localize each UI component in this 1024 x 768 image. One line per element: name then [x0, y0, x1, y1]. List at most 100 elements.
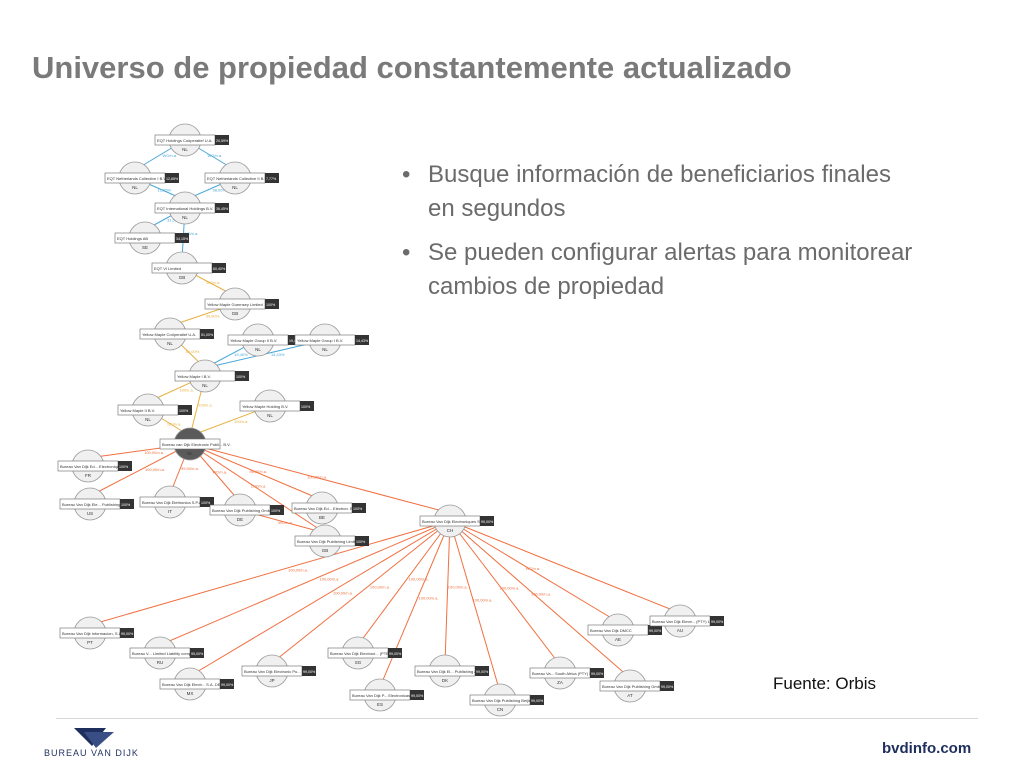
- company-name: Bureau Van Dijk Ed... Electron. Belgi...: [294, 506, 362, 511]
- edge-label: 100,00/n.a.: [145, 467, 165, 472]
- country-code: AU: [677, 628, 683, 633]
- country-code: NL: [182, 215, 188, 220]
- ownership-pct: 100%: [119, 465, 129, 469]
- website-link[interactable]: bvdinfo.com: [882, 740, 972, 757]
- company-name: Bureau Van Dijk DMCC: [590, 628, 632, 633]
- ownership-pct: 95,00%: [191, 652, 204, 656]
- ownership-pct: 100%: [353, 507, 363, 511]
- company-node[interactable]: Bureau Van Dijk Informacion, S.L.99,00%P…: [59, 616, 134, 650]
- edge-label: 100,00/n.a.: [500, 585, 520, 590]
- company-node[interactable]: Bureau Van Dijk El... Publishing A/S99,0…: [414, 654, 489, 688]
- company-name: Yellow Maple Group I B.V.: [297, 338, 343, 343]
- company-node[interactable]: Bureau Van Dijk Ele... Publishing In.100…: [59, 487, 134, 521]
- company-node[interactable]: Bureau Van Dijk Electr... S.A. DE C.V.99…: [159, 667, 234, 701]
- ownership-edge: [159, 520, 451, 646]
- edge-label: WO/n.a.: [163, 153, 178, 158]
- company-node[interactable]: Bureau Van Dijk Electroniques S.A.99,00%…: [419, 504, 494, 538]
- ownership-edge: [379, 520, 451, 688]
- ownership-pct: 36,45%: [216, 207, 229, 211]
- country-code: US: [87, 511, 93, 516]
- country-code: DK: [442, 678, 448, 683]
- company-node[interactable]: Bureau van Dijk Electronic Publi... B.V.…: [159, 427, 231, 461]
- company-node[interactable]: Bureau V... Limited Liability company95,…: [129, 636, 204, 670]
- company-name: Yellow Maple Group II B.V.: [230, 338, 277, 343]
- ownership-pct-badge: [175, 233, 189, 243]
- edge-label: 14,43%: [271, 352, 285, 357]
- ownership-pct: 7,77%: [266, 177, 277, 181]
- ownership-pct-badge: [120, 499, 134, 509]
- ownership-pct: 99,00%: [661, 685, 674, 689]
- ownership-edge: [89, 520, 451, 627]
- company-name: EQT Netherlands Collective II B.V.: [207, 176, 268, 181]
- company-name: Bureau Van Dijk Informacion, S.L.: [62, 631, 122, 636]
- company-name: Bureau Van Dijk Publishing GmbH: [212, 508, 273, 513]
- company-node[interactable]: Bureau Van Dijk Elettronica S.P.A.100%IT: [139, 485, 214, 519]
- company-node[interactable]: EQT Netherlands Collective II B.V.7,77%N…: [204, 161, 279, 195]
- country-code: CN: [497, 707, 504, 712]
- edge-label: 100,00/n.a.: [288, 567, 308, 572]
- ownership-pct: 100%: [301, 405, 311, 409]
- company-name: EQT Netherlands Collective I B.V.: [107, 176, 167, 181]
- company-name: Yellow Maple I B.V.: [177, 374, 211, 379]
- ownership-pct-badge: [302, 666, 316, 676]
- ownership-pct-badge: [178, 405, 192, 415]
- bullet-icon: •: [402, 239, 411, 266]
- company-node[interactable]: Bureau Van Dijk Electr... (PTY) Limited 9…: [649, 604, 724, 638]
- company-node[interactable]: EQT Holdings Coöperatief U.A.20,59%NL: [154, 123, 229, 157]
- ownership-pct: 100%: [121, 503, 131, 507]
- company-name: Bureau Van Dijk P... Electronicas SA: [352, 693, 417, 698]
- country-code: CH: [447, 528, 454, 533]
- ownership-edge: [449, 520, 561, 666]
- company-node[interactable]: Bureau Van Dijk P... Electronicas SA99,0…: [349, 678, 424, 712]
- company-node[interactable]: Bureau Van Dijk Electronic Pu... K.K.99,…: [241, 654, 316, 688]
- country-code: AT: [627, 693, 633, 698]
- edge-label: 1,00/n.a.: [251, 484, 267, 489]
- ownership-edge: [189, 443, 451, 515]
- company-node[interactable]: Yellow Maple Group II B.V.19,40%NL: [227, 323, 302, 357]
- company-name: EQT Holdings AB: [117, 236, 148, 241]
- company-name: EQT International Holdings B.V.: [157, 206, 213, 211]
- ownership-edge: [271, 520, 451, 664]
- company-node[interactable]: Bureau Van Dijk Ed... Electroniques100%F…: [57, 449, 132, 483]
- ownership-pct: 34,15%: [176, 237, 189, 241]
- company-node[interactable]: Bureau Va... South Africa (PTY) LTD99,00…: [529, 656, 604, 690]
- ownership-pct: 14,43%: [356, 339, 369, 343]
- ownership-pct: 51,00%: [201, 333, 214, 337]
- edge-label: 51,00%: [186, 349, 200, 354]
- ownership-edge: [89, 443, 191, 497]
- company-name: Bureau Va... South Africa (PTY) LTD: [532, 671, 597, 676]
- company-node[interactable]: Yellow Maple I B.V.100%NL: [174, 359, 249, 393]
- bullet-icon: •: [402, 161, 411, 188]
- company-node[interactable]: EQT International Holdings B.V.36,45% NL: [154, 191, 229, 225]
- country-code: FR: [85, 473, 92, 478]
- company-node[interactable]: Yellow Maple Coöperatief U.A.51,00%NL: [139, 317, 214, 351]
- company-name: Bureau Van Dijk Electr... S.A. DE C.V.: [162, 682, 229, 687]
- country-code: PT: [87, 640, 93, 645]
- logo-wordmark: BUREAU VAN DIJK: [44, 748, 139, 758]
- company-node[interactable]: Yellow Maple II B.V.100%NL: [117, 393, 192, 427]
- edge-label: 100,00/n.a.: [144, 450, 164, 455]
- company-name: Bureau Van Dijk Electr... (PTY) Limited: [652, 619, 721, 624]
- source-note: Fuente: Orbis: [773, 674, 876, 693]
- company-node[interactable]: EQT Netherlands Collective I B.V.12,65%N…: [104, 161, 179, 195]
- company-name: Bureau Van Dijk Publishing Limited: [297, 539, 359, 544]
- company-node[interactable]: Yellow Maple Holding B.V.100%NL: [239, 389, 314, 423]
- edge-label: 100/n.a.: [179, 387, 193, 392]
- company-node[interactable]: Bureau Van Dijk Electroni... (PTE) LTD99…: [327, 636, 402, 670]
- ownership-pct: 99,00%: [591, 672, 604, 676]
- ownership-pct: 99,00%: [476, 670, 489, 674]
- company-node[interactable]: Bureau Van Dijk Publishing Beijing99,00%…: [469, 683, 544, 717]
- company-name: EQT Holdings Coöperatief U.A.: [157, 138, 213, 143]
- ownership-pct-badge: [270, 505, 284, 515]
- company-node[interactable]: Yellow Maple Group I B.V.14,43%NL: [294, 323, 369, 357]
- ownership-pct-badge: [212, 263, 226, 273]
- company-node[interactable]: Bureau Van Dijk Ed... Electron. Belgi...…: [291, 491, 366, 525]
- ownership-pct: 99,00%: [649, 629, 662, 633]
